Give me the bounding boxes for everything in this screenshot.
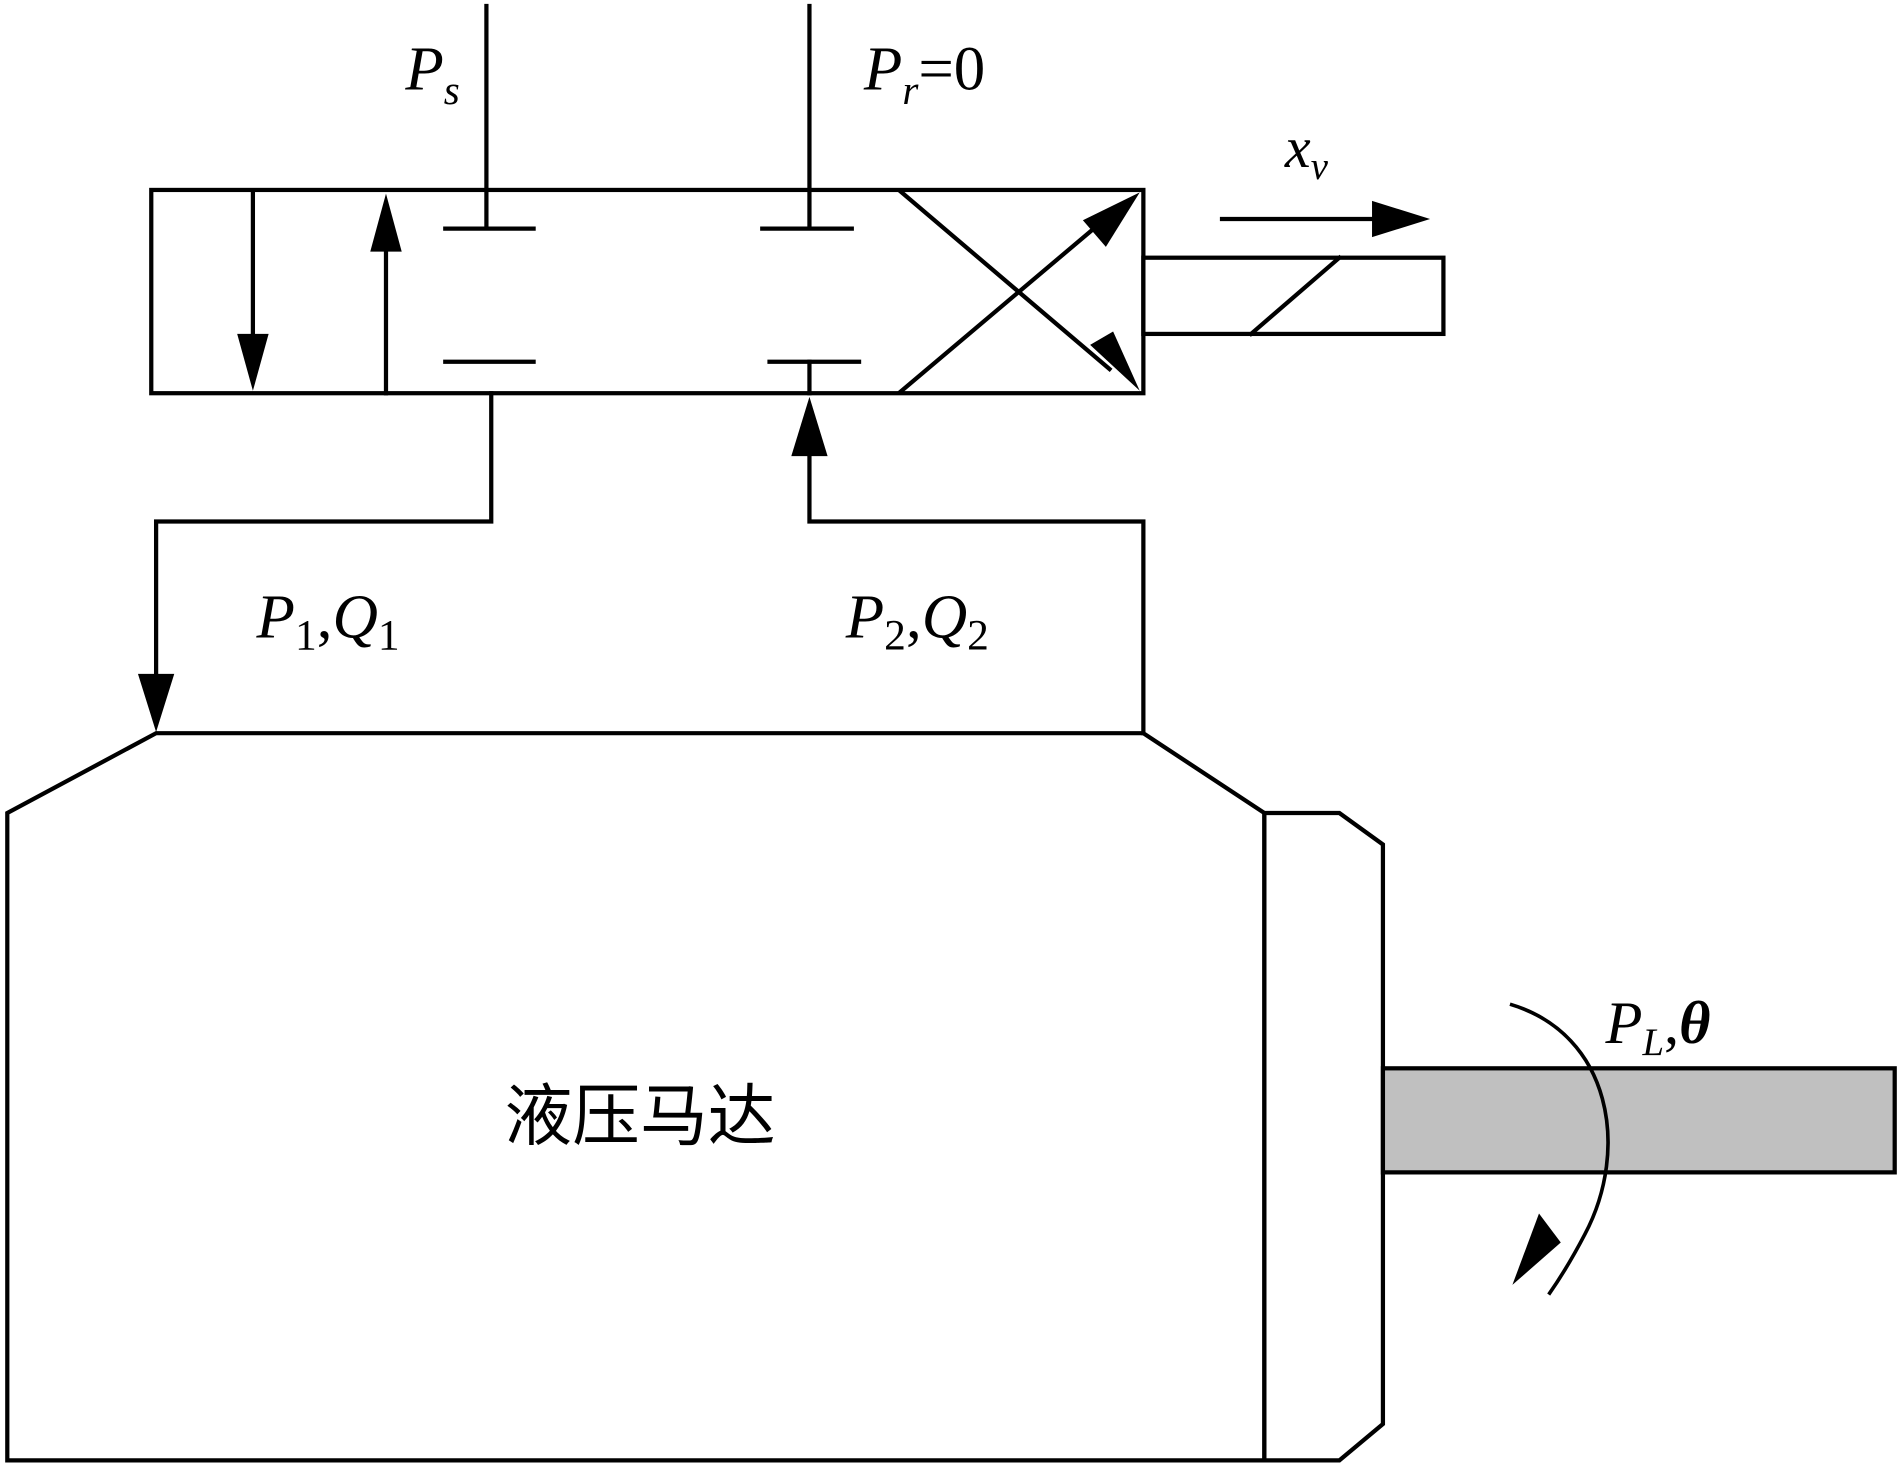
output-shaft — [1380, 1066, 1897, 1175]
label-load: PL,θ — [1605, 990, 1711, 1064]
servo-valve-body — [149, 187, 1146, 396]
valve-up-arrow-icon — [370, 193, 402, 396]
label-supply-pressure: Ps — [404, 34, 459, 114]
pipe-a-arrow-icon — [137, 673, 175, 732]
valve-down-arrow-icon — [237, 189, 269, 391]
label-chamber2: P2,Q2 — [845, 582, 989, 660]
label-motor-name: 液压马达 — [505, 1077, 776, 1156]
pipe-b-arrow-icon — [791, 396, 828, 457]
pipe-b — [807, 447, 1146, 736]
valve-cross-arrows-icon — [897, 188, 1140, 395]
rotation-arrow-icon — [1509, 1002, 1610, 1296]
motor-end-cap — [1262, 810, 1386, 1463]
actuator-slant — [1248, 254, 1343, 337]
pipe-a — [153, 391, 494, 698]
label-chamber1: P1,Q1 — [256, 582, 400, 660]
valve-actuator — [1141, 255, 1446, 337]
label-return-pressure: Pr=0 — [863, 34, 985, 114]
label-spool-displacement: xv — [1284, 115, 1329, 188]
spool-displacement-arrow-icon — [1219, 200, 1431, 238]
